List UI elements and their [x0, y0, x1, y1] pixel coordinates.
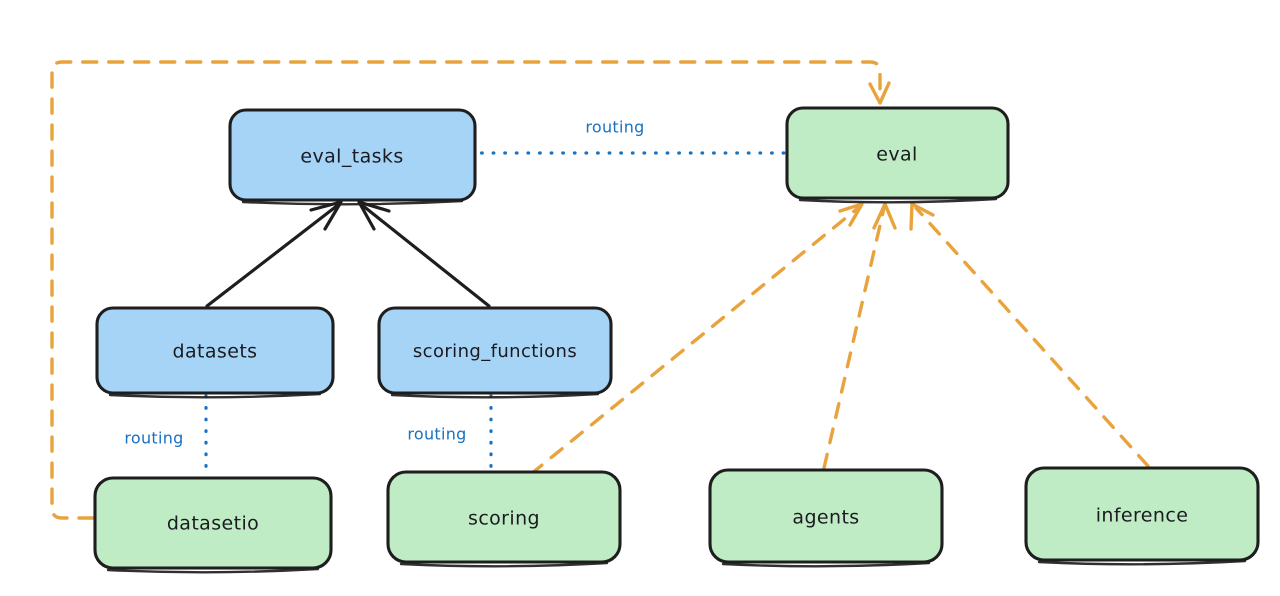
edge-label-routing-eval: routing [585, 118, 644, 137]
node-label-inference: inference [1096, 505, 1189, 527]
node-label-datasets: datasets [173, 341, 258, 363]
node-scoring-functions[interactable]: scoring_functions [377, 306, 613, 399]
edge-agents-eval [822, 202, 897, 470]
node-eval[interactable]: eval [785, 106, 1010, 204]
node-label-scoring: scoring [468, 508, 540, 530]
node-scoring[interactable]: scoring [386, 470, 622, 568]
edge-scoring_functions-eval_tasks [357, 200, 491, 308]
node-label-eval-tasks: eval_tasks [300, 146, 403, 168]
node-label-agents: agents [792, 507, 859, 529]
node-label-datasetio: datasetio [167, 513, 259, 535]
node-label-eval: eval [876, 144, 917, 166]
node-datasetio[interactable]: datasetio [93, 476, 333, 574]
edge-datasetio-eval [50, 60, 891, 520]
edge-inference-eval [909, 202, 1150, 468]
node-agents[interactable]: agents [708, 468, 944, 568]
node-label-scoring-functions: scoring_functions [413, 341, 577, 362]
edge-label-routing-scoring: routing [407, 425, 466, 444]
node-eval-tasks[interactable]: eval_tasks [228, 108, 477, 206]
edge-label-routing-datasetio: routing [124, 429, 183, 448]
edge-datasets-eval_tasks [205, 200, 343, 308]
node-datasets[interactable]: datasets [95, 306, 335, 399]
node-inference[interactable]: inference [1024, 466, 1260, 566]
edge-scoring-eval [529, 202, 864, 476]
